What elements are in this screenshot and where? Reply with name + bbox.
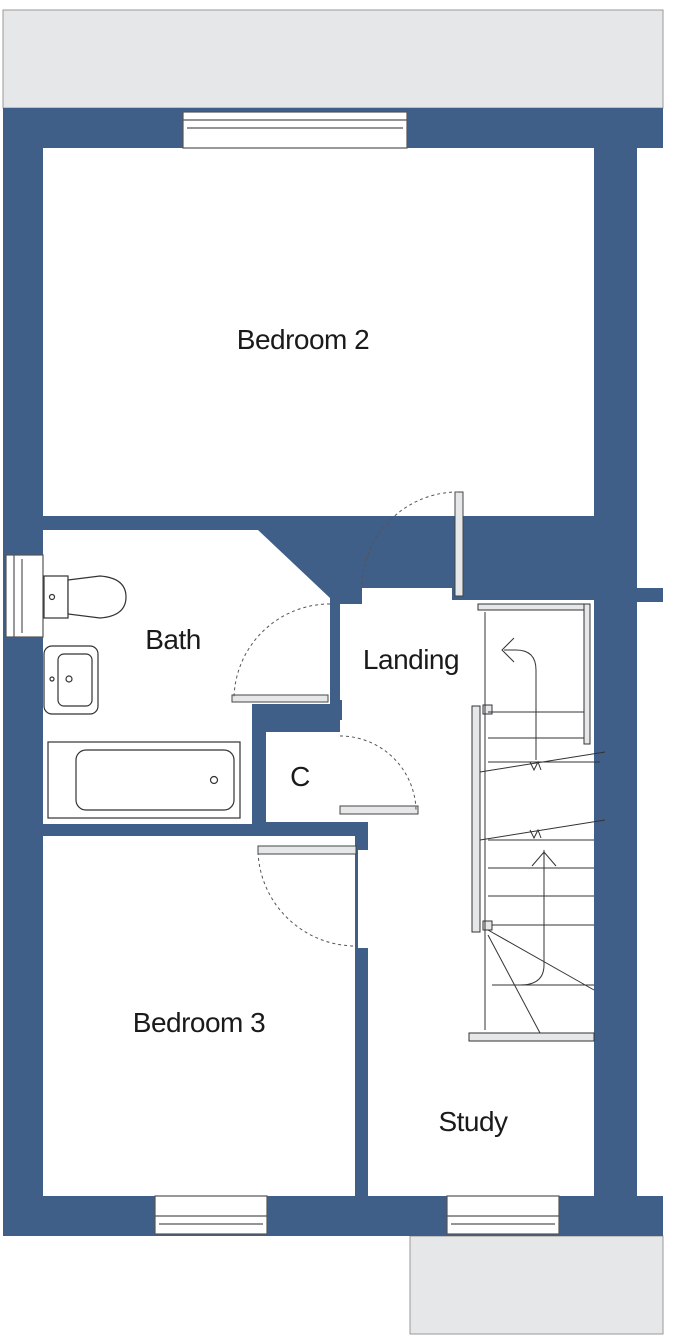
exterior-area-bottom xyxy=(409,1235,664,1335)
toilet-bowl xyxy=(67,575,127,619)
toilet-cistern xyxy=(43,575,69,619)
room-label-landing: Landing xyxy=(362,644,460,675)
window-study xyxy=(446,1195,560,1235)
room-label-bedroom-3: Bedroom 3 xyxy=(132,1007,266,1038)
room-label-cupboard: C xyxy=(290,761,310,792)
room-label-bath: Bath xyxy=(145,624,201,655)
room-label-bedroom-2: Bedroom 2 xyxy=(236,324,370,355)
doors xyxy=(231,491,464,947)
room-label-study: Study xyxy=(438,1106,508,1137)
room-interiors xyxy=(43,148,663,1196)
window-bedroom-2 xyxy=(182,111,408,149)
windows xyxy=(5,111,560,1235)
exterior-area-top xyxy=(2,9,664,109)
bath-fixtures xyxy=(43,575,241,819)
window-bedroom-3 xyxy=(154,1195,268,1235)
staircase xyxy=(468,603,606,1042)
window-bath xyxy=(5,554,44,638)
